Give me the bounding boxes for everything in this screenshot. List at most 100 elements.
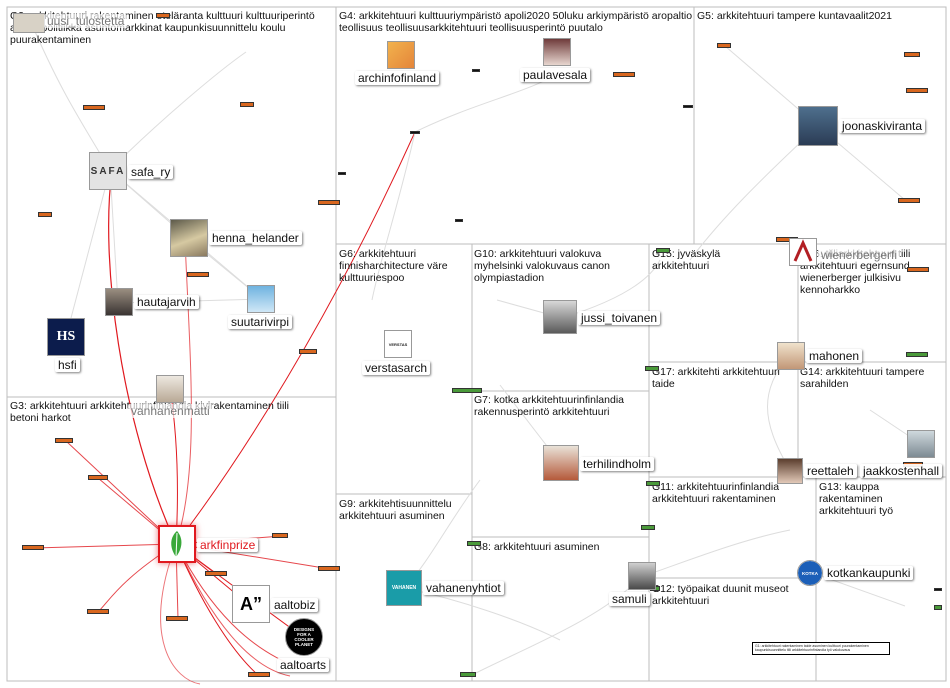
mini-node bbox=[338, 172, 346, 175]
mini-node bbox=[646, 481, 660, 486]
avatar-safa-ry[interactable]: SAFA bbox=[89, 152, 127, 190]
avatar-hsfi[interactable]: HS bbox=[47, 318, 85, 356]
mini-node bbox=[410, 131, 420, 134]
mini-node bbox=[934, 605, 942, 610]
node-label-uusi-tulostetta[interactable]: uusi_tulostetta bbox=[44, 14, 128, 28]
mini-node bbox=[717, 43, 731, 48]
node-label-vahanenyhtiot[interactable]: vahanenyhtiot bbox=[423, 581, 504, 595]
mini-node bbox=[318, 566, 340, 571]
node-label-wienerbergerfi[interactable]: wienerbergerfi bbox=[818, 248, 901, 262]
avatar-reettaleh[interactable] bbox=[777, 458, 803, 484]
mini-node bbox=[83, 105, 105, 110]
vahanen-logo-text: VAHANEN bbox=[391, 585, 417, 591]
node-label-arkfinprize[interactable]: arkfinprize bbox=[197, 538, 259, 552]
node-label-safa-ry[interactable]: safa_ry bbox=[128, 165, 174, 179]
mini-node bbox=[613, 72, 635, 77]
mini-node bbox=[452, 388, 482, 393]
mini-node bbox=[38, 212, 52, 217]
avatar-jussi-toivanen[interactable] bbox=[543, 300, 577, 334]
avatar-aaltobiz[interactable]: A” bbox=[232, 585, 270, 623]
node-label-hsfi[interactable]: hsfi bbox=[55, 358, 80, 372]
node-label-aaltoarts[interactable]: aaltoarts bbox=[277, 658, 330, 672]
node-label-paulavesala[interactable]: paulavesala bbox=[520, 68, 591, 82]
mini-node bbox=[240, 102, 254, 107]
mini-node bbox=[22, 545, 44, 550]
group-title-g10: G10: arkkitehtuuri valokuva myhelsinki v… bbox=[474, 248, 610, 284]
mini-node bbox=[248, 672, 270, 677]
avatar-wienerbergerfi[interactable] bbox=[789, 238, 817, 266]
mini-node bbox=[187, 272, 209, 277]
node-label-jaakkostenhall[interactable]: jaakkostenhall bbox=[860, 464, 943, 478]
mini-node bbox=[272, 533, 288, 538]
leaf-icon bbox=[171, 531, 182, 558]
mini-node bbox=[906, 352, 928, 357]
group-title-g6: G6: arkkitehtuuri finnisharchitecture vä… bbox=[339, 248, 448, 284]
mini-node bbox=[318, 200, 340, 205]
avatar-joonaskiviranta[interactable] bbox=[798, 106, 838, 146]
node-label-kotkankaupunki[interactable]: kotkankaupunki bbox=[824, 566, 914, 580]
group-title-g12: G12: työpaikat duunit museot arkkitehtuu… bbox=[652, 583, 789, 607]
mini-node bbox=[472, 69, 480, 72]
node-label-jussi-toivanen[interactable]: jussi_toivanen bbox=[578, 311, 661, 325]
mini-node bbox=[683, 105, 693, 108]
group-title-g8: G8: arkkitehtuuri asuminen bbox=[474, 541, 600, 553]
avatar-uusi-tulostetta[interactable] bbox=[13, 13, 45, 33]
avatar-paulavesala[interactable] bbox=[543, 38, 571, 66]
avatar-jaakkostenhall[interactable] bbox=[907, 430, 935, 458]
mini-node bbox=[205, 571, 227, 576]
avatar-vanhanenmatti[interactable] bbox=[156, 375, 184, 403]
avatar-aaltoarts[interactable]: DESIGNS FOR A COOLER PLANET bbox=[285, 618, 323, 656]
mini-node bbox=[934, 588, 942, 591]
group-title-g4: G4: arkkitehtuuri kulttuuriympäristö apo… bbox=[339, 10, 693, 34]
mini-node bbox=[88, 475, 108, 480]
avatar-mahonen[interactable] bbox=[777, 342, 805, 370]
avatar-terhilindholm[interactable] bbox=[543, 445, 579, 481]
avatar-henna-helander[interactable] bbox=[170, 219, 208, 257]
node-label-terhilindholm[interactable]: terhilindholm bbox=[580, 457, 655, 471]
mini-node bbox=[656, 248, 670, 253]
mini-node bbox=[299, 349, 317, 354]
safa-logo-text: SAFA bbox=[90, 165, 126, 177]
node-label-reettaleh[interactable]: reettaleh bbox=[804, 464, 857, 478]
hs-logo-text: HS bbox=[56, 329, 76, 344]
mini-node bbox=[55, 438, 73, 443]
avatar-arkfinprize[interactable] bbox=[158, 525, 196, 563]
avatar-verstasarch[interactable]: VERSTAS bbox=[384, 330, 412, 358]
avatar-samuli[interactable] bbox=[628, 562, 656, 590]
group-title-g17: G17: arkkitehti arkkitehtuuri taide bbox=[652, 366, 780, 390]
group-title-g13: G13: kauppa rakentaminen arkkitehtuuri t… bbox=[819, 481, 894, 517]
wienerberger-logo-icon bbox=[793, 239, 813, 262]
mini-node bbox=[460, 672, 476, 677]
mini-node bbox=[904, 52, 920, 57]
group-title-g11: G11: arkkitehtuurinfinlandia arkkitehtuu… bbox=[652, 481, 780, 505]
verstas-logo-text: VERSTAS bbox=[388, 341, 408, 347]
node-label-henna-helander[interactable]: henna_helander bbox=[209, 231, 302, 245]
node-label-mahonen[interactable]: mahonen bbox=[806, 349, 863, 363]
group-title-g5: G5: arkkitehtuuri tampere kuntavaalit202… bbox=[697, 10, 892, 22]
mini-node bbox=[455, 219, 463, 222]
node-label-suutarivirpi[interactable]: suutarivirpi bbox=[228, 315, 293, 329]
node-label-joonaskiviranta[interactable]: joonaskiviranta bbox=[839, 119, 926, 133]
mini-node bbox=[156, 13, 170, 18]
mini-node bbox=[906, 88, 928, 93]
avatar-archinfofinland[interactable] bbox=[387, 41, 415, 69]
mini-node bbox=[898, 198, 920, 203]
group-title-g7: G7: kotka arkkitehtuurinfinlandia rakenn… bbox=[474, 394, 624, 418]
mini-node bbox=[907, 267, 929, 272]
avatar-hautajarvih[interactable] bbox=[105, 288, 133, 316]
group-title-g9: G9: arkkitehtisuunnittelu arkkitehtuuri … bbox=[339, 498, 452, 522]
node-label-aaltobiz[interactable]: aaltobiz bbox=[271, 598, 319, 612]
legend-box: G1: arkkitehtuuri rakentaminen taide asu… bbox=[752, 642, 890, 655]
node-label-archinfofinland[interactable]: archinfofinland bbox=[355, 71, 440, 85]
node-label-vanhanenmatti[interactable]: vanhanenmatti bbox=[128, 404, 213, 418]
node-label-hautajarvih[interactable]: hautajarvih bbox=[134, 295, 199, 309]
avatar-kotkankaupunki[interactable]: KOTKA bbox=[797, 560, 823, 586]
node-label-verstasarch[interactable]: verstasarch bbox=[362, 361, 431, 375]
avatar-vahanenyhtiot[interactable]: VAHANEN bbox=[386, 570, 422, 606]
mini-node bbox=[641, 525, 655, 530]
kotka-logo-text: KOTKA bbox=[798, 561, 822, 585]
avatar-suutarivirpi[interactable] bbox=[247, 285, 275, 313]
aaltoarts-logo-text: DESIGNS FOR A COOLER PLANET bbox=[293, 627, 315, 647]
mini-node bbox=[166, 616, 188, 621]
node-label-samuli[interactable]: samuli bbox=[609, 592, 650, 606]
